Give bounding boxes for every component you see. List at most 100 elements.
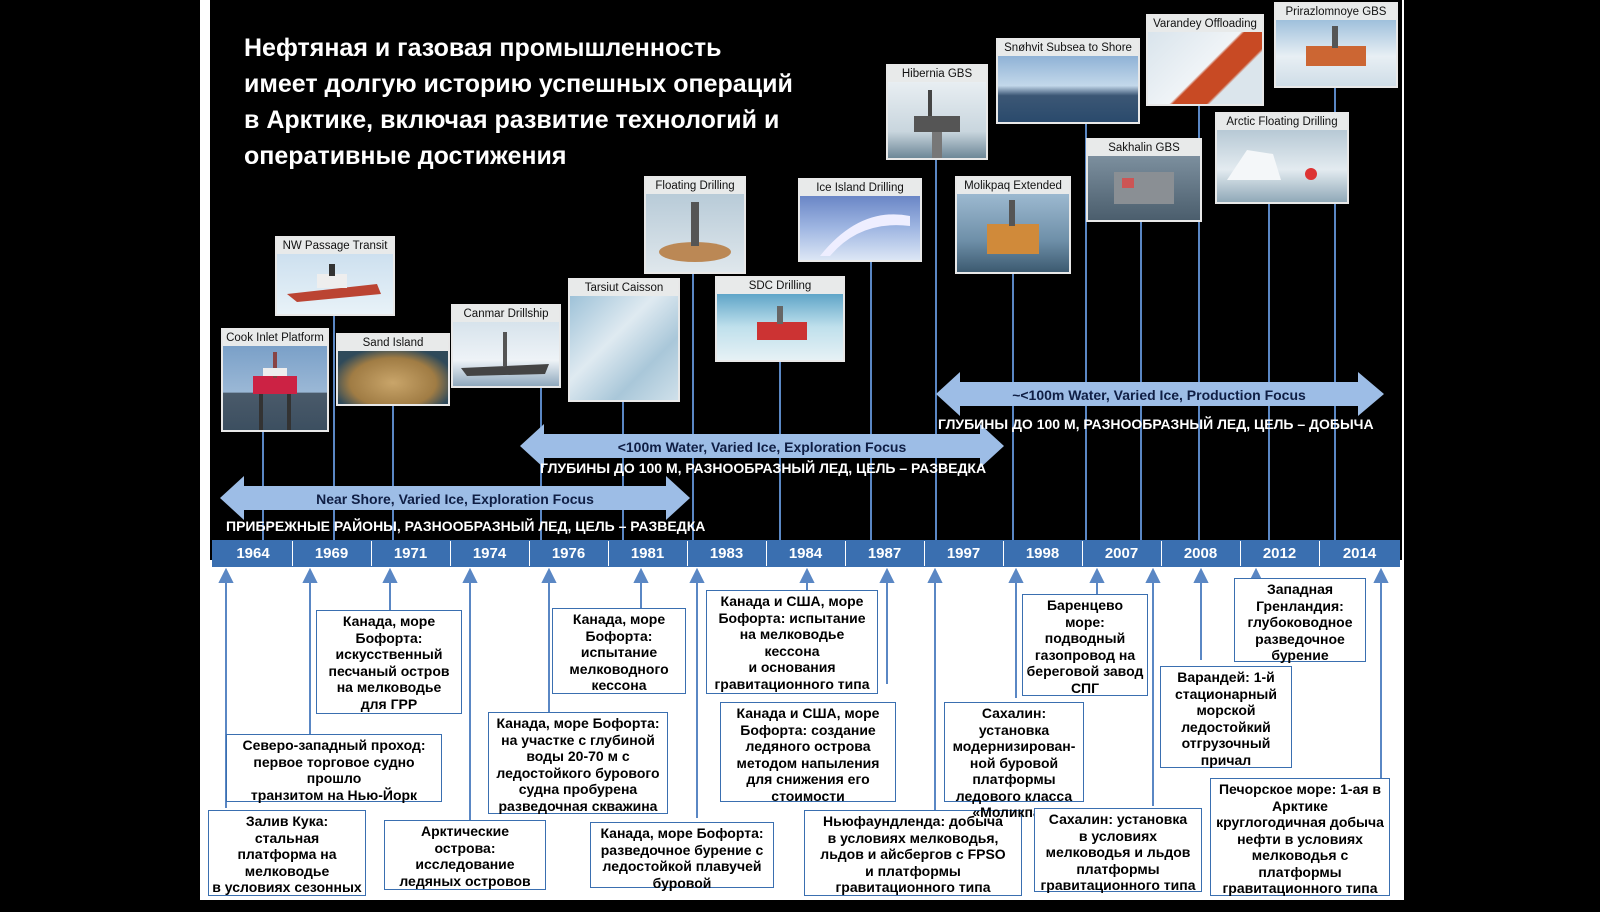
year-label: 1998 [1003,541,1081,566]
event-1981: Канада, море Бофорта: испытание мелковод… [552,608,686,694]
title-line: Нефтяная и газовая промышленность [244,34,722,62]
sdc-image [717,294,843,360]
event-1964: Залив Кука: стальная платформа на мелков… [208,810,366,912]
year-label: 1964 [236,545,270,562]
photo-label: Molikpaq Extended [957,178,1069,194]
event-2012: Западная Гренландия: глубоководное разве… [1234,578,1366,663]
photo-label: Cook Inlet Platform [223,330,327,346]
photo-tarsiut-caisson: Tarsiut Caisson [568,278,680,402]
photo-sakhalin-gbs: Sakhalin GBS [1086,138,1202,222]
island-image [338,351,448,404]
photo-cook-inlet-platform: Cook Inlet Platform [221,328,329,432]
title-line: имеет долгую историю успешных операций [244,70,793,98]
event-1976: Канада, море Бофорта: на участке с глуби… [488,712,668,814]
event-1971: Канада, море Бофорта: искусственный песч… [316,610,462,714]
slide-title: Нефтяная и газовая промышленность имеет … [244,30,864,174]
photo-label: Varandey Offloading [1148,16,1262,32]
photo-stem [1198,102,1200,540]
platform-image [223,346,327,430]
year-label: 1981 [608,541,686,566]
event-2007-gbs: Сахалин: установка в условиях мелководья… [1034,808,1202,893]
event-1969: Северо-западный проход: первое торговое … [226,734,442,803]
photo-label: NW Passage Transit [277,238,393,254]
photo-label: Ice Island Drilling [800,180,920,196]
photo-sdc-drilling: SDC Drilling [715,276,845,362]
photo-label: SDC Drilling [717,278,843,294]
photo-varandey-offloading: Varandey Offloading [1146,14,1264,106]
event-1974: Арктические острова: исследование ледяны… [384,820,546,890]
title-line: оперативные достижения [244,142,567,170]
event-2008: Варандей: 1-й стационарный морской ледос… [1160,666,1292,768]
title-line: в Арктике, включая развитие технологий и [244,106,780,134]
prirazlomnoye-image [1276,20,1396,86]
photo-label: Sakhalin GBS [1088,140,1200,156]
phase-exploration-label-en: <100m Water, Varied Ice, Exploration Foc… [617,439,907,455]
photo-label: Tarsiut Caisson [570,280,678,296]
photo-snohvit-subsea: Snøhvit Subsea to Shore [996,38,1140,124]
photo-prirazlomnoye-gbs: Prirazlomnoye GBS [1274,2,1398,88]
photo-stem [392,402,394,540]
phase-exploration-label-ru: ГЛУБИНЫ ДО 100 М, РАЗНООБРАЗНЫЙ ЛЕД, ЦЕЛ… [540,460,987,476]
phase-production-label-ru: ГЛУБИНЫ ДО 100 М, РАЗНООБРАЗНЫЙ ЛЕД, ЦЕЛ… [938,416,1374,432]
photo-sand-island: Sand Island [336,333,450,406]
photo-stem [935,156,937,540]
photo-stem [333,312,335,540]
event-1987: Канада и США, море Бофорта: создание лед… [720,702,896,804]
photo-label: Sand Island [338,335,448,351]
phase-near-shore-label-en: Near Shore, Varied Ice, Exploration Focu… [316,491,594,507]
photo-arctic-floating-drilling: Arctic Floating Drilling [1215,112,1349,204]
photo-nw-passage-transit: NW Passage Transit [275,236,395,316]
year-label: 1997 [924,541,1002,566]
photo-hibernia-gbs: Hibernia GBS [886,64,988,160]
phase-arrow-exploration [520,424,1004,468]
phase-production-label-en: ~<100m Water, Varied Ice, Production Foc… [1012,387,1306,403]
year-label: 1987 [845,541,923,566]
photo-label: Floating Drilling [646,178,744,194]
photo-ice-island-drilling: Ice Island Drilling [798,178,922,262]
photo-label: Canmar Drillship [453,306,559,322]
photo-stem [622,398,624,540]
arctic-floating-image [1217,130,1347,202]
event-1984: Канада и США, море Бофорта: испытание на… [706,590,878,694]
event-2014: Печорское море: 1-ая в Арктике круглогод… [1210,778,1390,896]
year-label: 1971 [371,541,449,566]
photo-stem [1085,120,1087,540]
phase-arrow-production [936,372,1384,416]
event-2007-pipeline: Баренцево море: подводный газопровод на … [1022,594,1148,696]
photo-stem [1334,84,1336,540]
year-label: 1969 [292,541,370,566]
photo-molikpaq-extended: Molikpaq Extended [955,176,1071,274]
ship-image [277,254,393,314]
photo-stem [692,270,694,540]
molikpaq-image [957,194,1069,272]
hibernia-image [888,82,986,158]
event-connectors [218,568,1389,824]
phase-arrows [220,372,1384,520]
photo-canmar-drillship: Canmar Drillship [451,304,561,388]
drillship-image [453,322,559,386]
year-label: 1976 [529,541,607,566]
year-label: 2014 [1319,541,1399,566]
event-1983: Канада, море Бофорта: разведочное бурени… [590,822,774,891]
photo-floating-drilling: Floating Drilling [644,176,746,274]
event-1997: Ньюфаундленда: добыча в условиях мелково… [804,810,1022,896]
year-axis [212,540,1400,567]
photo-label: Hibernia GBS [888,66,986,82]
phase-arrow-near-shore [220,476,690,520]
year-label: 2008 [1161,541,1239,566]
caisson-image [570,296,678,400]
photo-stem [1140,218,1142,540]
photo-label: Snøhvit Subsea to Shore [998,40,1138,56]
photo-stem [870,258,872,540]
photo-stem [1268,200,1270,540]
sakhalin-image [1088,156,1200,220]
snohvit-image [998,56,1138,122]
event-1998: Сахалин: установка модернизирован- ной б… [944,702,1084,820]
year-label: 1983 [687,541,765,566]
floating-rig-image [646,194,744,272]
year-label: 1984 [766,541,844,566]
year-label: 1974 [450,541,528,566]
phase-near-shore-label-ru: ПРИБРЕЖНЫЕ РАЙОНЫ, РАЗНООБРАЗНЫЙ ЛЕД, ЦЕ… [226,518,706,534]
ice-spray-image [800,196,920,260]
year-label: 2012 [1240,541,1318,566]
